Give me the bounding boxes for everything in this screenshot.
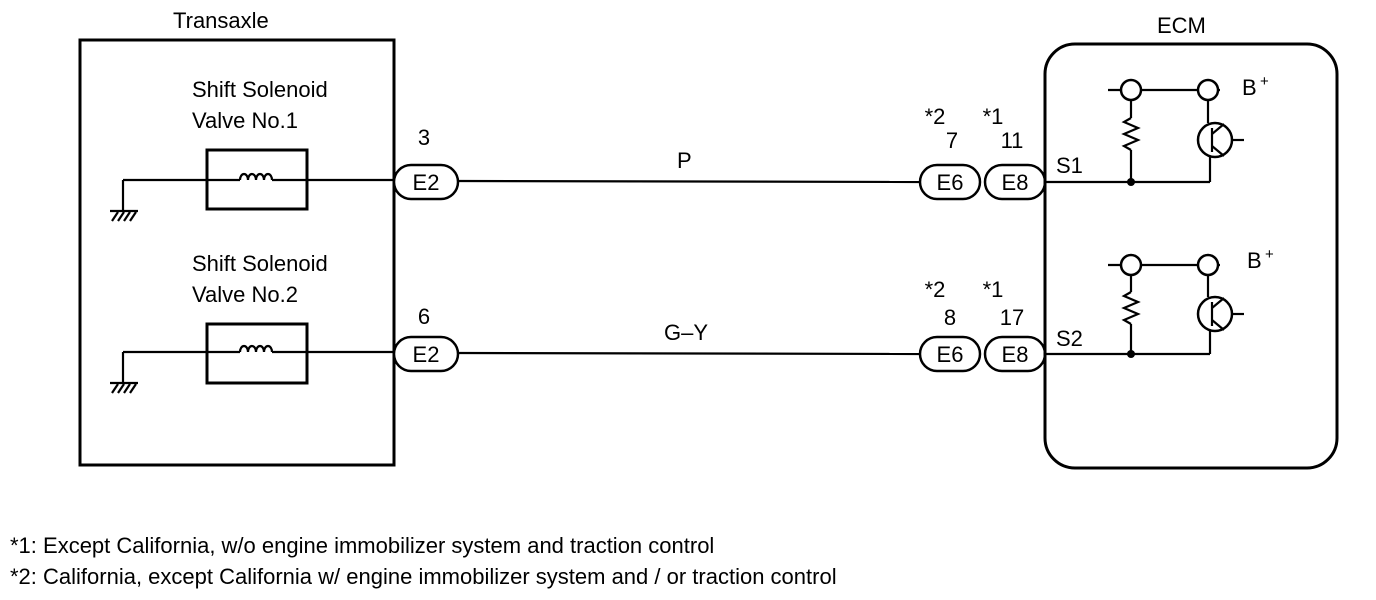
solenoid1-label-line2: Valve No.1 — [192, 108, 298, 133]
solenoid-valve-2 — [121, 322, 400, 385]
supply-label: B — [1247, 248, 1262, 273]
wire-g-y — [457, 351, 921, 356]
solenoid2-label-line1: Shift Solenoid — [192, 251, 328, 276]
wire-color-label: G–Y — [664, 320, 708, 345]
pin-number: 8 — [944, 305, 956, 330]
connector-label: E8 — [1002, 342, 1029, 367]
solenoid-valve-1 — [121, 148, 400, 211]
supply-sign: + — [1265, 246, 1274, 263]
connector-e2 — [392, 335, 460, 373]
pin-number: 6 — [418, 304, 430, 329]
connector-e6 — [918, 163, 982, 201]
wire-color-label: P — [677, 148, 692, 173]
ecm-box — [1043, 42, 1339, 470]
supply-label: B — [1242, 75, 1257, 100]
ground-icon — [110, 209, 138, 222]
variant-note-marker: *2 — [925, 277, 946, 302]
connector-label: E6 — [937, 170, 964, 195]
pin-number: 11 — [1001, 128, 1024, 153]
transaxle-box — [78, 38, 396, 467]
connector-e6 — [918, 335, 982, 373]
pin-number: 7 — [946, 128, 958, 153]
variant-note-marker: *1 — [983, 277, 1004, 302]
wire-p — [457, 179, 921, 184]
ecm-terminal-s1: S1 — [1056, 153, 1083, 178]
pin-number: 17 — [1000, 305, 1024, 330]
connector-label: E8 — [1002, 170, 1029, 195]
supply-sign: + — [1260, 73, 1269, 90]
ecm-driver-circuit-1 — [1045, 78, 1244, 186]
ecm-terminal-s2: S2 — [1056, 326, 1083, 351]
pin-number: 3 — [418, 125, 430, 150]
ecm-title: ECM — [1157, 13, 1206, 38]
connector-e2 — [392, 163, 460, 201]
connector-label: E2 — [413, 342, 440, 367]
ground-icon — [110, 381, 138, 394]
variant-note-marker: *2 — [925, 104, 946, 129]
variant-note-marker: *1 — [983, 104, 1004, 129]
footnote-1: *1: Except California, w/o engine immobi… — [10, 533, 714, 558]
footnote-2: *2: California, except California w/ eng… — [10, 564, 837, 589]
solenoid2-label-line2: Valve No.2 — [192, 282, 298, 307]
transaxle-title: Transaxle — [173, 8, 269, 33]
connector-label: E6 — [937, 342, 964, 367]
solenoid1-label-line1: Shift Solenoid — [192, 77, 328, 102]
connector-label: E2 — [413, 170, 440, 195]
ecm-driver-circuit-2 — [1045, 253, 1244, 358]
